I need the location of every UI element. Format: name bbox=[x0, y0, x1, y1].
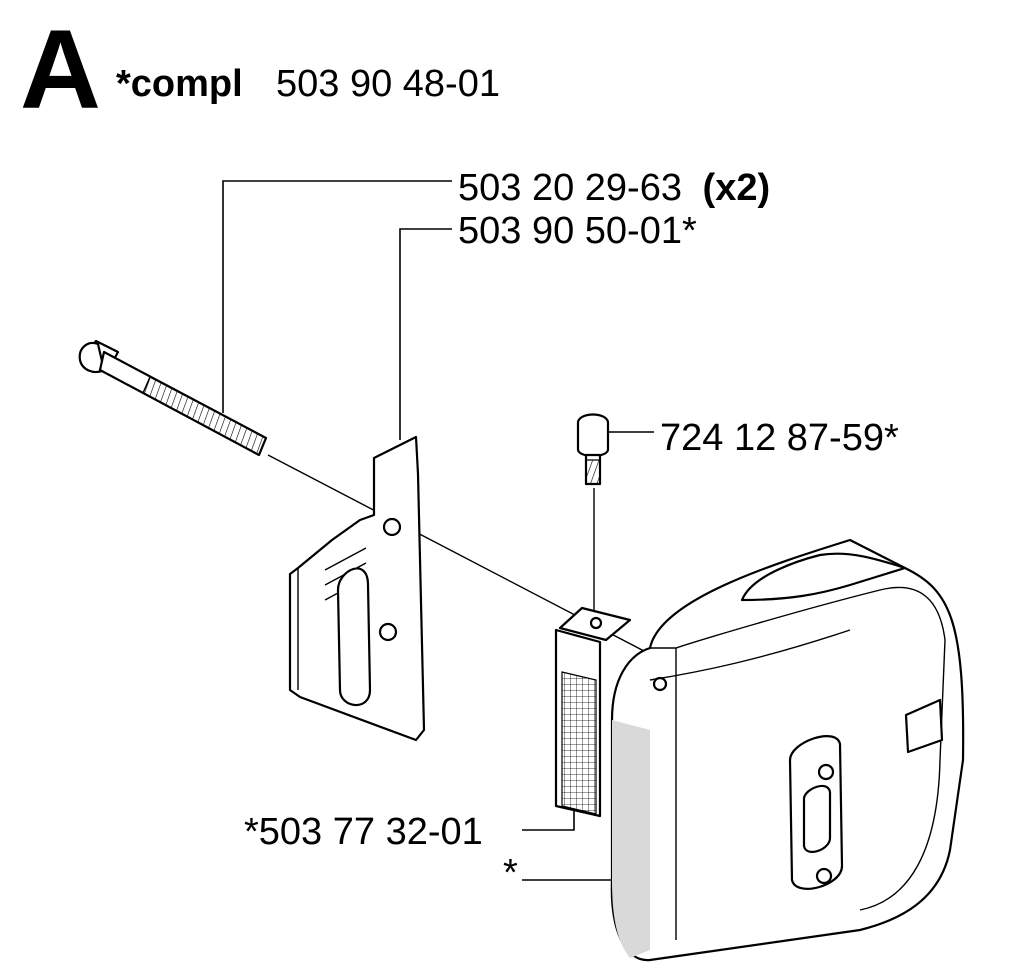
long-screw-number: 503 20 29-63 bbox=[458, 167, 682, 209]
section-letter: A bbox=[20, 7, 101, 132]
muffler-part bbox=[610, 538, 965, 962]
long-screw-qty: (x2) bbox=[703, 167, 771, 209]
muffler-number: * bbox=[503, 852, 518, 894]
kit-number: 503 90 48-01 bbox=[276, 63, 500, 105]
leader-long-screw bbox=[222, 180, 452, 413]
leader-gasket-plate bbox=[399, 228, 452, 440]
axis-line-long-screw bbox=[267, 454, 691, 676]
gasket-plate-part bbox=[288, 435, 426, 742]
small-screw-number: 724 12 87-59* bbox=[660, 417, 899, 459]
bracket-number: *503 77 32-01 bbox=[244, 811, 483, 853]
kit-marker: *compl bbox=[116, 63, 243, 105]
bracket-part bbox=[554, 606, 632, 818]
small-screw-part bbox=[576, 413, 610, 486]
long-screw-part bbox=[78, 339, 268, 457]
gasket-plate-number: 503 90 50-01* bbox=[458, 210, 697, 252]
callout-long-screw: 503 20 29-63 (x2) bbox=[458, 167, 770, 209]
